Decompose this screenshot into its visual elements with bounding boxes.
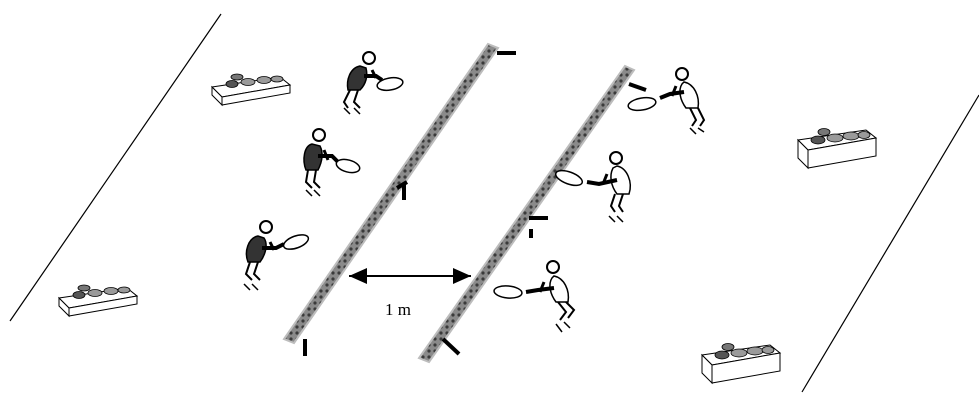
- net-post-mid-left: [395, 180, 409, 200]
- player-light-2: [554, 151, 631, 223]
- ball-box-top-right: [796, 128, 878, 170]
- ball-box-bottom-left: [57, 284, 139, 318]
- right-boundary-line: [801, 94, 979, 393]
- player-light-3: [493, 260, 576, 333]
- net-left: [282, 42, 500, 345]
- net-right: [417, 64, 636, 364]
- distance-label: 1 m: [385, 300, 411, 319]
- net-post-bottom-right: [441, 337, 461, 356]
- player-dark-1: [342, 51, 404, 115]
- player-light-1: [627, 67, 706, 135]
- net-post-top-right: [628, 82, 647, 92]
- player-dark-3: [243, 220, 310, 291]
- left-boundary-line: [9, 13, 222, 322]
- player-dark-2: [303, 128, 361, 197]
- net-post-mid-right: [529, 216, 548, 238]
- ball-box-top-left: [210, 73, 292, 107]
- ball-box-bottom-right: [700, 343, 782, 385]
